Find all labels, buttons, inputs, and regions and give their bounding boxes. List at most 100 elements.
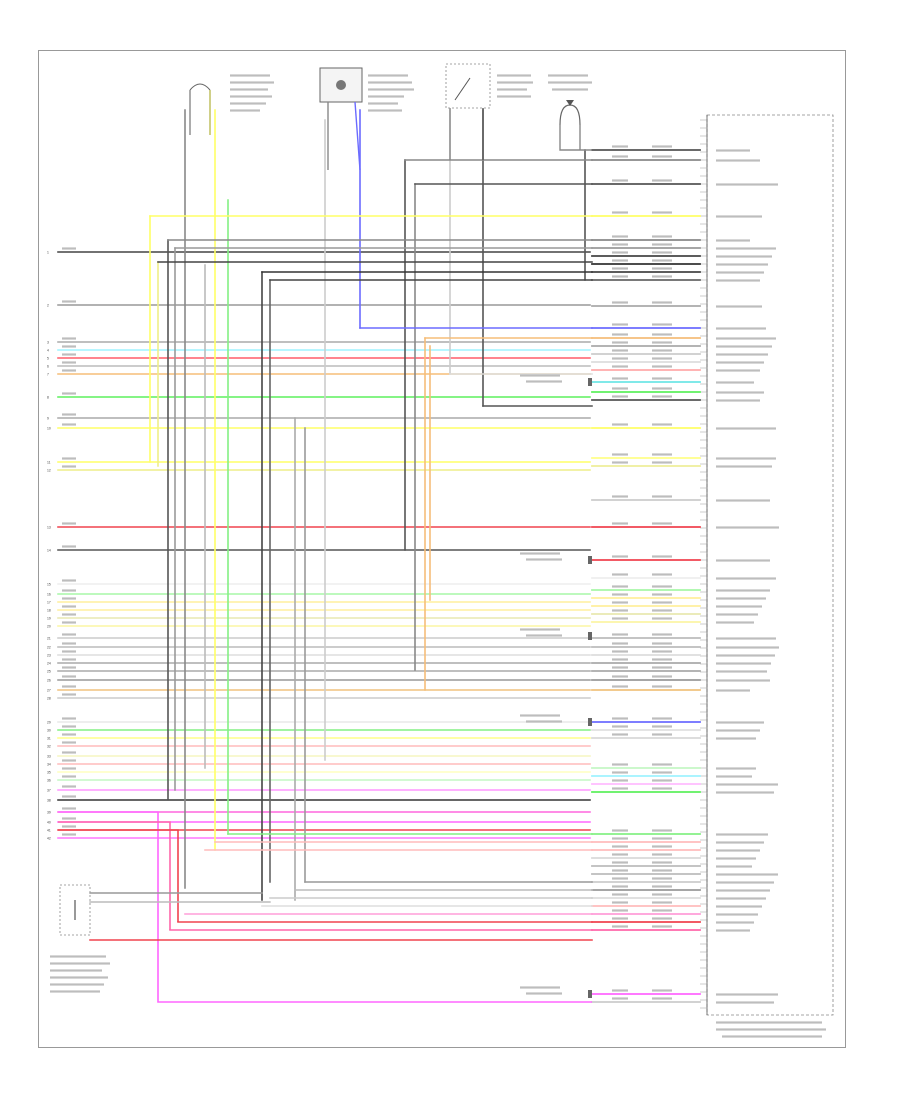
left-pin-number: 37 <box>47 789 51 793</box>
pcm-pin-function-label <box>716 399 760 402</box>
wire-color-label <box>652 771 672 774</box>
wire-color-label <box>652 275 672 278</box>
wire-color-label <box>652 853 672 856</box>
wire-code-label <box>612 585 628 588</box>
pcm-pin-function-label <box>716 662 771 665</box>
left-wire-color-label <box>62 597 76 600</box>
wire-code-label <box>612 593 628 596</box>
left-wire-color-label <box>62 675 76 678</box>
wire-color-label <box>652 685 672 688</box>
pcm-label <box>716 1028 826 1031</box>
wire-color-label <box>652 733 672 736</box>
wire-color-label <box>652 675 672 678</box>
pcm-pin-function-label <box>716 391 764 394</box>
wire-color-label <box>652 243 672 246</box>
wire-color-label <box>652 666 672 669</box>
pcm-pin-function-label <box>716 889 770 892</box>
left-wire-color-label <box>62 785 76 788</box>
wire-color-label <box>652 387 672 390</box>
left-wire-color-label <box>62 423 76 426</box>
wire-code-label <box>612 609 628 612</box>
switch-label <box>497 88 527 91</box>
pcm-pin-function-label <box>716 149 750 152</box>
wire-color-label <box>652 869 672 872</box>
wire-color-label <box>652 453 672 456</box>
module-label <box>526 720 562 723</box>
left-pin-number: 17 <box>47 601 51 605</box>
wire-code-label <box>612 642 628 645</box>
pcm-pin-function-label <box>716 929 750 932</box>
left-wire-color-label <box>62 457 76 460</box>
left-pin-number: 11 <box>47 461 51 465</box>
wire-code-label <box>612 733 628 736</box>
pcm-pin-function-label <box>716 271 764 274</box>
left-pin-number: 21 <box>47 637 51 641</box>
wire-color-label <box>652 365 672 368</box>
switch-label <box>497 81 533 84</box>
pcm-pin-function-label <box>716 783 778 786</box>
left-pin-number: 32 <box>47 745 51 749</box>
sensor-label <box>50 955 106 958</box>
left-wire-color-label <box>62 369 76 372</box>
wire-code-label <box>612 893 628 896</box>
wire-code-label <box>612 829 628 832</box>
left-wire-color-label <box>62 767 76 770</box>
sensor-label <box>368 102 398 105</box>
pcm-pin-function-label <box>716 605 762 608</box>
left-wire-color-label <box>62 733 76 736</box>
left-wire-color-label <box>62 833 76 836</box>
pcm-pin-function-label <box>716 993 778 996</box>
wire-code-label <box>612 555 628 558</box>
pcm-pin-function-label <box>716 679 770 682</box>
switch-label <box>497 95 531 98</box>
pcm-pin-function-label <box>716 353 768 356</box>
sensor-label <box>368 95 404 98</box>
left-pin-number: 18 <box>47 609 51 613</box>
pcm-pin-function-label <box>716 577 776 580</box>
pcm-pin-function-label <box>716 621 754 624</box>
wire-code-label <box>612 717 628 720</box>
wire-color-label <box>652 377 672 380</box>
left-wire-color-label <box>62 825 76 828</box>
module-label <box>526 992 562 995</box>
wire-color-label <box>652 829 672 832</box>
wire-color-label <box>652 555 672 558</box>
pink-return-wire <box>58 811 592 1003</box>
pcm-pin-function-label <box>716 775 752 778</box>
wire-color-label <box>652 145 672 148</box>
module-label <box>520 986 560 989</box>
wire-color-label <box>652 573 672 576</box>
wire-color-label <box>652 779 672 782</box>
wire-code-label <box>612 853 628 856</box>
wire-code-label <box>612 763 628 766</box>
left-wire-color-label <box>62 392 76 395</box>
left-pin-number: 33 <box>47 755 51 759</box>
module-label <box>520 552 560 555</box>
sensor-lead <box>354 101 361 171</box>
pcm-pin-function-label <box>716 897 766 900</box>
pcm-pin-function-label <box>716 873 778 876</box>
left-wire-color-label <box>62 717 76 720</box>
sensor-label <box>230 95 272 98</box>
left-pin-number: 2 <box>47 304 49 308</box>
sensor-label <box>230 88 268 91</box>
wire-code-label <box>612 387 628 390</box>
wire-code-label <box>612 601 628 604</box>
wire-color-label <box>652 155 672 158</box>
module-label <box>526 634 562 637</box>
left-pin-number: 13 <box>47 526 51 530</box>
sensor-label <box>368 88 414 91</box>
left-wire-color-label <box>62 589 76 592</box>
left-pin-number: 31 <box>47 737 51 741</box>
left-wire-color-label <box>62 759 76 762</box>
left-pin-number: 4 <box>47 349 49 353</box>
pcm-pin-function-label <box>716 159 760 162</box>
left-pin-number: 38 <box>47 799 51 803</box>
module-label <box>520 374 560 377</box>
wire-code-label <box>612 725 628 728</box>
wire-color-label <box>652 617 672 620</box>
module-connector <box>588 718 592 726</box>
pcm-pin-function-label <box>716 670 767 673</box>
wire-code-label <box>612 423 628 426</box>
